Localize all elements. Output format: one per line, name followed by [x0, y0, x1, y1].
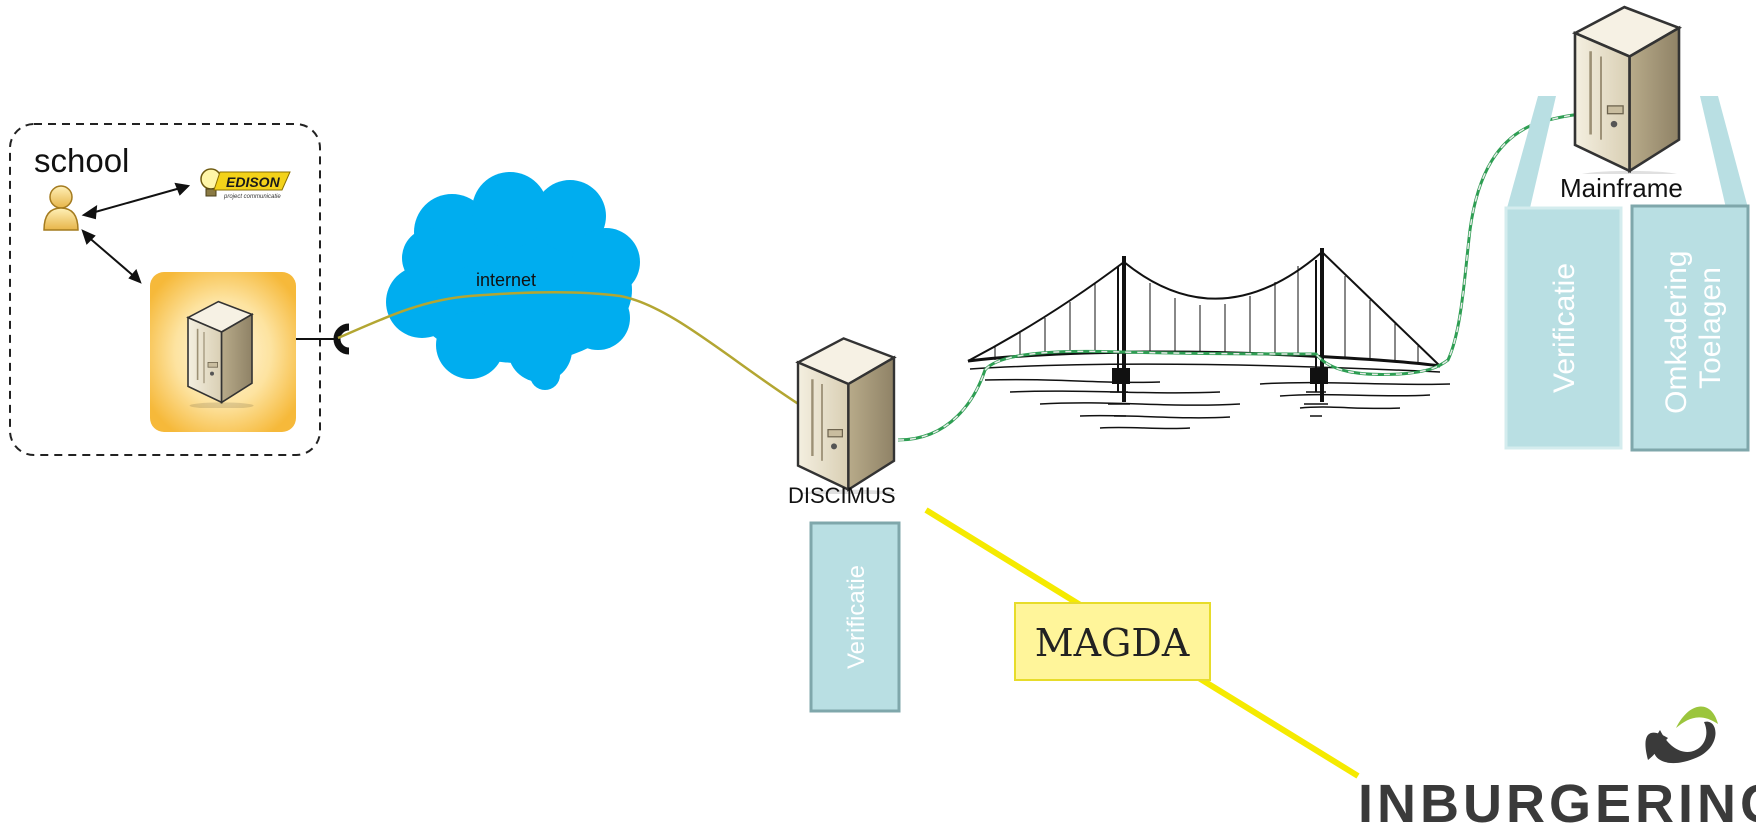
magda-label: MAGDA [1035, 621, 1190, 665]
school-server [150, 272, 296, 432]
user-icon [43, 185, 79, 231]
mainframe-omkadering-label: Omkadering Toelagen [1660, 242, 1727, 414]
internet-cloud: internet [386, 172, 640, 390]
school-boundary [9, 123, 321, 456]
mainframe-verificatie-label: Verificatie [1548, 263, 1581, 393]
inburgering-swirl-icon [1653, 721, 1716, 764]
mainframe-callout [1507, 96, 1556, 208]
mainframe-verificatie-box: Verificatie [1504, 206, 1623, 450]
user-server-arrow [81, 229, 142, 284]
omkadering-line: Omkadering [1660, 250, 1693, 413]
inburgering-logo: inburgering [1358, 706, 1756, 826]
discimus-verificatie-box: Verificatie [809, 521, 901, 713]
mainframe-label: Mainframe [1560, 173, 1683, 203]
edison-logo: EDISON project communicatie [200, 168, 291, 200]
secure-link [897, 108, 1619, 442]
edison-tagline: project communicatie [223, 194, 281, 200]
toelagen-line: Toelagen [1694, 267, 1727, 389]
user-edison-arrow [81, 182, 191, 220]
mainframe-omkadering-box: Omkadering Toelagen [1630, 204, 1750, 452]
magda-connection: MAGDA [924, 507, 1360, 779]
inburgering-leaf-icon [1676, 706, 1718, 728]
bridge-icon [967, 248, 1451, 430]
internet-label: internet [476, 270, 536, 290]
magda-box [1014, 602, 1211, 681]
mainframe-group: Mainframe Verificatie Omkadering Toelage… [1504, 5, 1750, 452]
mainframe-callout-right [1700, 96, 1748, 208]
internet-link [337, 290, 801, 407]
plug-icon [333, 323, 350, 355]
edison-name: EDISON [226, 174, 281, 190]
school-label: school [34, 142, 129, 179]
discimus-verificatie-label: Verificatie [843, 565, 870, 669]
discimus-server: DISCIMUS [788, 337, 898, 508]
school-group: school EDISON project communicatie [9, 123, 350, 456]
inburgering-wordmark: inburgering [1358, 774, 1756, 826]
discimus-label: DISCIMUS [788, 483, 896, 508]
